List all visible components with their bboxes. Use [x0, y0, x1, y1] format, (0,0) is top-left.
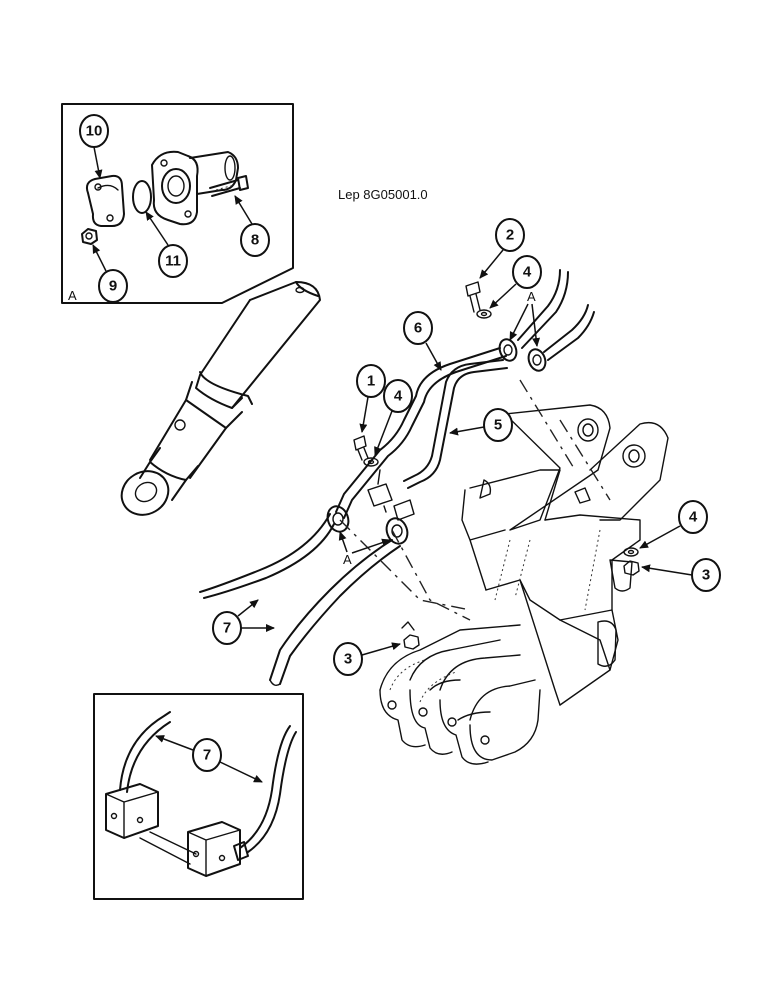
svg-text:9: 9 [109, 278, 117, 295]
reference-code: Lep 8G05001.0 [338, 187, 428, 202]
callout-7-main[interactable]: 7 [212, 611, 242, 645]
svg-text:7: 7 [223, 620, 231, 637]
callout-9[interactable]: 9 [98, 269, 128, 303]
detail-a-inset: A [61, 103, 294, 304]
valve-block-left [105, 783, 159, 839]
callout-6[interactable]: 6 [403, 311, 433, 345]
hydraulic-pipes [326, 338, 547, 545]
washer-4-top [476, 309, 492, 319]
flange-fitting [151, 150, 239, 226]
leader-7-inset-1 [155, 735, 194, 751]
leader-1 [359, 396, 369, 433]
leader-5 [449, 426, 485, 436]
svg-text:4: 4 [689, 509, 698, 526]
svg-text:1: 1 [367, 373, 375, 390]
svg-text:10: 10 [86, 123, 103, 140]
detail-a-label: A [68, 288, 77, 303]
callout-8[interactable]: 8 [240, 223, 270, 257]
callout-4-top[interactable]: 4 [512, 255, 542, 289]
callout-7-inset[interactable]: 7 [192, 738, 222, 772]
callout-5[interactable]: 5 [483, 408, 513, 442]
callout-4-right[interactable]: 4 [678, 500, 708, 534]
svg-text:4: 4 [523, 264, 532, 281]
leader-6 [425, 342, 442, 371]
callout-2[interactable]: 2 [495, 218, 525, 252]
leader-4-right [639, 525, 681, 549]
bolt-8 [209, 175, 249, 197]
pipe-clamp [393, 499, 415, 521]
leader-10 [93, 146, 103, 179]
pipe-fitting [527, 348, 547, 372]
svg-text:3: 3 [344, 651, 352, 668]
washer-4-left [363, 457, 379, 467]
alignment-line [519, 379, 576, 471]
svg-text:2: 2 [506, 227, 514, 244]
svg-text:5: 5 [494, 417, 502, 434]
hoses [199, 269, 595, 687]
alignment-line [559, 419, 611, 501]
washer-4-right [623, 547, 639, 557]
leader-3-left [361, 642, 401, 656]
valve-block-right [187, 821, 249, 877]
callout-3-left[interactable]: 3 [333, 642, 363, 676]
leader-7-inset-2 [219, 761, 263, 783]
leader-a-top-2 [531, 303, 541, 347]
leader-2 [479, 249, 504, 279]
svg-text:8: 8 [251, 232, 259, 249]
svg-text:7: 7 [203, 747, 211, 764]
boom-structure [379, 404, 669, 765]
callout-4-left[interactable]: 4 [383, 379, 413, 413]
leader-7-main-1 [237, 599, 259, 617]
nut-9 [81, 228, 98, 245]
callout-3-right[interactable]: 3 [691, 558, 721, 592]
leader-4-top [489, 283, 517, 309]
pipe-clamp [367, 469, 393, 513]
alignment-line [391, 529, 471, 621]
leader-4-left [374, 410, 393, 456]
callout-10[interactable]: 10 [79, 114, 109, 148]
nut-3-right [623, 560, 640, 576]
leader-11 [145, 211, 169, 246]
leader-8 [234, 195, 253, 225]
leader-a-top-1 [509, 303, 529, 341]
alignment-line [339, 519, 471, 611]
svg-text:11: 11 [165, 253, 181, 270]
bolt-1 [353, 435, 369, 461]
o-ring [132, 180, 152, 214]
leader-9 [92, 244, 107, 272]
svg-text:3: 3 [702, 567, 710, 584]
leader-a-mid-1 [338, 531, 348, 553]
bottom-inset: 7 [93, 693, 304, 900]
callout-1[interactable]: 1 [356, 364, 386, 398]
view-marker-a-top: A [527, 289, 536, 304]
leader-a-mid-2 [351, 538, 391, 554]
svg-text:4: 4 [394, 388, 403, 405]
pipe-fitting [498, 338, 518, 362]
hydraulic-cylinder [120, 281, 321, 516]
nut-3-left [401, 621, 420, 650]
view-marker-a-mid: A [343, 552, 352, 567]
bolt-2 [465, 281, 481, 313]
split-flange-half [85, 174, 125, 227]
leader-3-right [641, 564, 693, 576]
callout-11[interactable]: 11 [158, 244, 188, 278]
svg-text:6: 6 [414, 320, 422, 337]
